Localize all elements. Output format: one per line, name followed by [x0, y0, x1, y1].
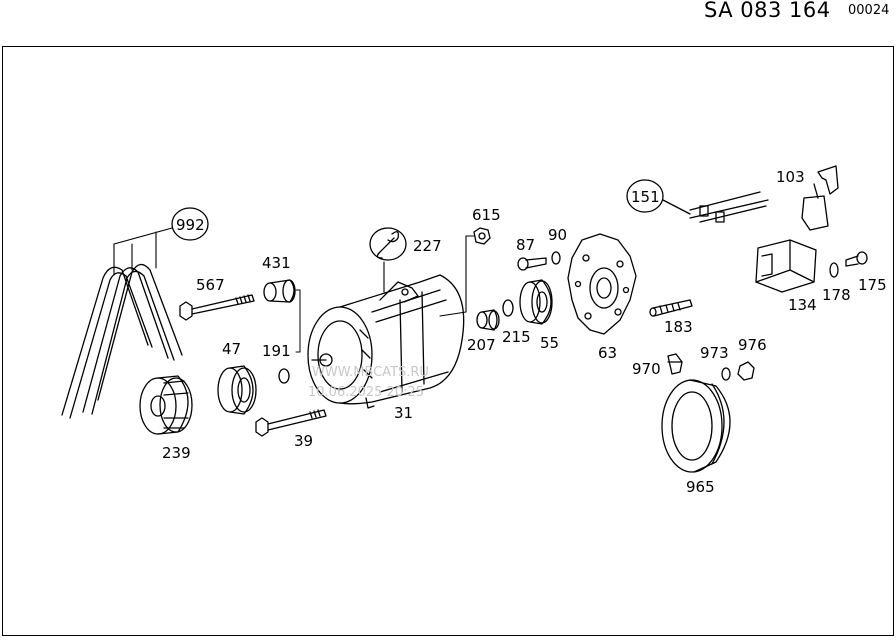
watermark-line1: WWW.MBCATS.RU [312, 365, 429, 380]
regulator-part [755, 239, 817, 293]
bolt-39-part [255, 409, 327, 437]
label-191[interactable]: 191 [262, 342, 291, 360]
label-63[interactable]: 63 [598, 344, 617, 362]
label-973[interactable]: 973 [700, 344, 729, 362]
bolt-567-part [179, 294, 255, 321]
label-567[interactable]: 567 [196, 276, 225, 294]
plug-970-part [667, 353, 683, 375]
alternator-part [307, 274, 465, 409]
callout-circle-992 [171, 207, 209, 241]
label-970[interactable]: 970 [632, 360, 661, 378]
leader-431 [295, 289, 301, 353]
label-431[interactable]: 431 [262, 254, 291, 272]
label-90[interactable]: 90 [548, 226, 567, 244]
washer-90-part [551, 251, 561, 265]
end-plate-part [567, 233, 637, 335]
nut-615-part [473, 227, 491, 245]
label-103[interactable]: 103 [776, 168, 805, 186]
brush-holder-part [801, 165, 839, 231]
pulley-part [139, 375, 193, 435]
label-55[interactable]: 55 [540, 334, 559, 352]
bearing-47-part [217, 365, 257, 415]
label-239[interactable]: 239 [162, 444, 191, 462]
diagram-frame [2, 46, 894, 636]
label-615[interactable]: 615 [472, 206, 501, 224]
label-215[interactable]: 215 [502, 328, 531, 346]
label-134[interactable]: 134 [788, 296, 817, 314]
label-87[interactable]: 87 [516, 236, 535, 254]
screw-87-part [517, 257, 547, 271]
stud-183-part [649, 299, 693, 317]
wire-harness-part [662, 191, 769, 223]
wrench-icon [369, 227, 407, 261]
leader-615 [439, 235, 475, 317]
label-178[interactable]: 178 [822, 286, 851, 304]
screw-175-part [845, 251, 868, 267]
diagram-code: SA 083 164 [704, 0, 831, 22]
washer-178-part [829, 262, 839, 278]
bushing-207-part [476, 309, 500, 331]
watermark-line2: 10.06.2025 20:25 [308, 385, 424, 400]
leader-992 [113, 227, 173, 276]
v-belt-part [61, 263, 183, 419]
washer-973-part [721, 367, 731, 381]
sheet-number: 00024 [848, 3, 890, 18]
label-151[interactable]: 151 [631, 188, 660, 206]
label-965[interactable]: 965 [686, 478, 715, 496]
label-183[interactable]: 183 [664, 318, 693, 336]
bushing-part [263, 279, 296, 303]
washer-215-part [502, 299, 514, 317]
label-227[interactable]: 227 [413, 237, 442, 255]
label-976[interactable]: 976 [738, 336, 767, 354]
cover-part [661, 379, 731, 473]
label-207[interactable]: 207 [467, 336, 496, 354]
nut-976-part [737, 361, 755, 381]
ring-191-part [278, 368, 290, 384]
label-31[interactable]: 31 [394, 404, 413, 422]
label-39[interactable]: 39 [294, 432, 313, 450]
label-175[interactable]: 175 [858, 276, 887, 294]
label-47[interactable]: 47 [222, 340, 241, 358]
bearing-55-part [519, 279, 553, 325]
label-992[interactable]: 992 [176, 216, 205, 234]
callout-circle-151 [626, 179, 664, 213]
